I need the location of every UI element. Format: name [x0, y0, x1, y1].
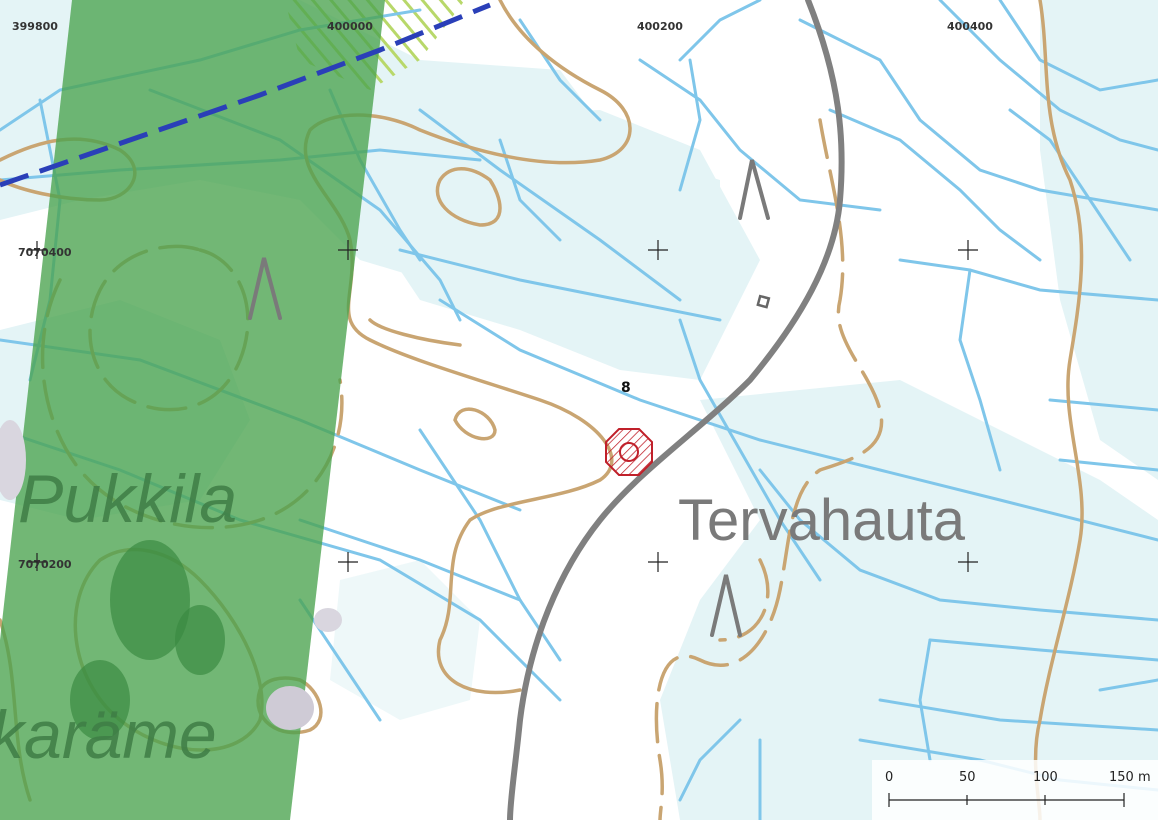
scale-bar-background [872, 760, 1158, 820]
road [507, 0, 845, 820]
grid-y-label-7070400: 7070400 [18, 246, 72, 259]
grid-y-label-7070200: 7070200 [18, 558, 72, 571]
scale-tick-150m: 150 m [1109, 770, 1151, 785]
site-marker[interactable] [605, 428, 653, 476]
ridge-symbol-2 [248, 257, 282, 320]
place-name-tervahauta: Tervahauta [678, 488, 966, 553]
scale-tick-50: 50 [959, 770, 976, 785]
grid-x-label-400000: 400000 [327, 20, 373, 33]
grid-x-label-400200: 400200 [637, 20, 683, 33]
scale-bar: 0 50 100 150 m [872, 760, 1158, 820]
ridge-symbols [248, 159, 770, 637]
site-hatched-octagon[interactable] [605, 428, 653, 476]
protected-area [0, 0, 385, 820]
place-name-karame: karäme [0, 697, 217, 773]
ridge-symbol-1 [738, 159, 770, 220]
grid-crosses [28, 240, 978, 572]
site-label: 8 [621, 380, 631, 396]
ridge-symbol-3 [710, 574, 742, 637]
place-name-pukkila: Pukkila [18, 461, 237, 537]
scale-tick-100: 100 [1033, 770, 1058, 785]
site-center-circle [619, 442, 639, 462]
grid-x-label-400400: 400400 [947, 20, 993, 33]
rock-patches [0, 420, 342, 730]
boundary-line [0, 2, 491, 188]
forest-blobs [70, 540, 225, 740]
grid-x-label-399800: 399800 [12, 20, 58, 33]
small-building [756, 294, 771, 309]
scale-tick-0: 0 [885, 770, 893, 785]
